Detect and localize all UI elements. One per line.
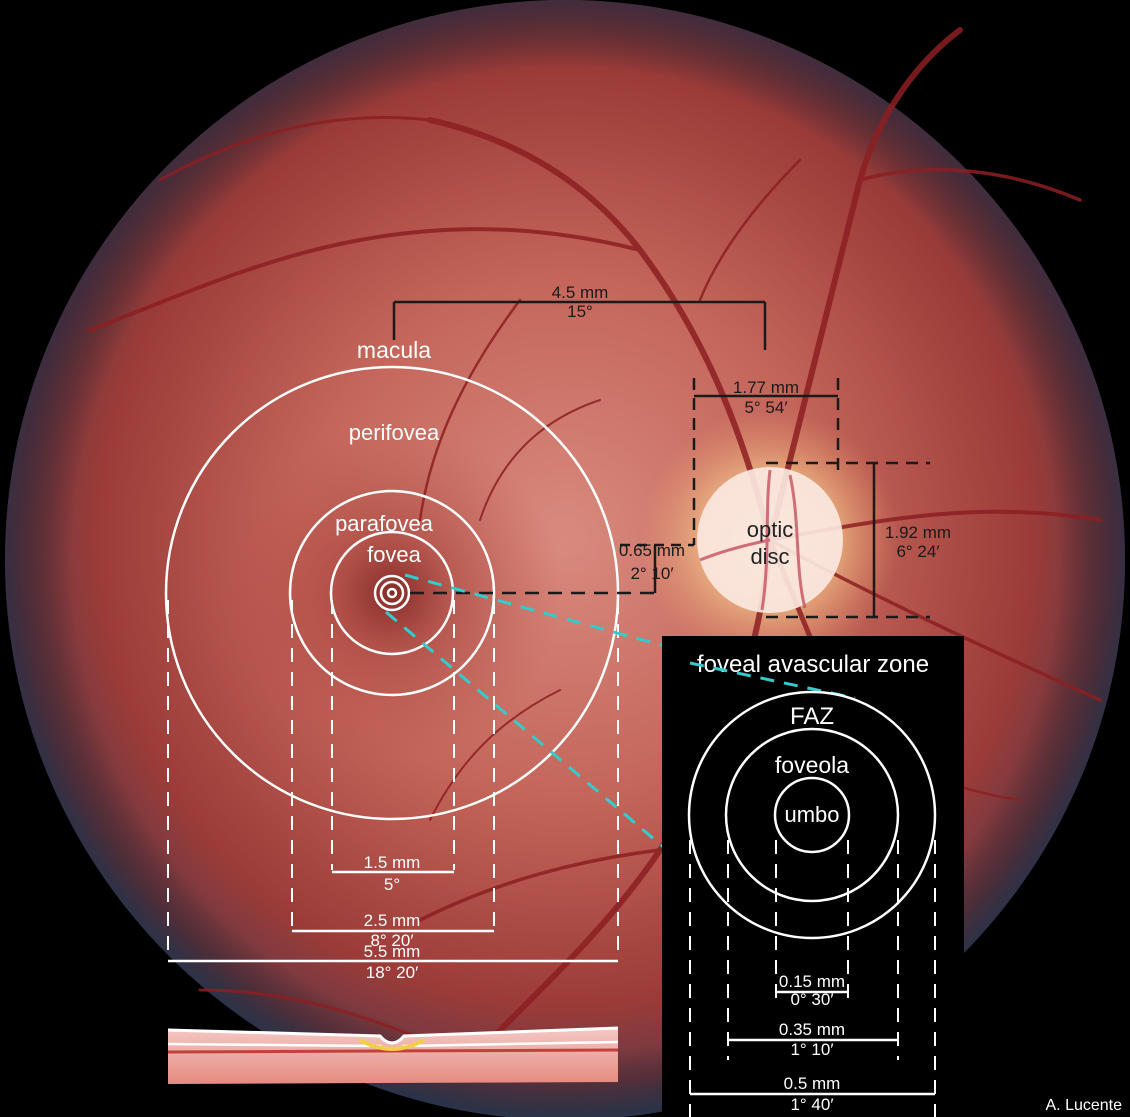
umbo-mm: 0.15 mm [779, 972, 845, 991]
optic-disc-label-1: optic [747, 517, 793, 542]
parafovea-label: parafovea [335, 511, 434, 536]
disc-offset-deg: 2° 10′ [630, 564, 673, 583]
faz-label: FAZ [790, 703, 834, 730]
macula-label: macula [357, 337, 431, 363]
inset-title: foveal avascular zone [697, 651, 929, 678]
fovea-deg: 5° [384, 875, 400, 894]
fovea-mm: 1.5 mm [364, 853, 421, 872]
disc-height-deg: 6° 24′ [896, 542, 939, 561]
disc-width-mm: 1.77 mm [733, 378, 799, 397]
disc-offset-mm: 0.65 mm [619, 541, 685, 560]
perifovea-mm: 5.5 mm [364, 942, 421, 961]
macula-offset-mm: 4.5 mm [552, 283, 609, 302]
macula-offset-deg: 15° [567, 302, 593, 321]
foveola-mm: 0.35 mm [779, 1020, 845, 1039]
foveola-deg: 1° 10′ [790, 1040, 833, 1059]
disc-width-deg: 5° 54′ [744, 398, 787, 417]
optic-disc-label-2: disc [750, 544, 789, 569]
credit-text: A. Lucente [1046, 1097, 1123, 1114]
perifovea-label: perifovea [349, 420, 440, 445]
foveola-label: foveola [775, 752, 849, 778]
umbo-label: umbo [784, 802, 839, 827]
umbo-deg: 0° 30′ [790, 990, 833, 1009]
fovea-label: fovea [367, 542, 422, 567]
faz-mm: 0.5 mm [784, 1074, 841, 1093]
parafovea-mm: 2.5 mm [364, 911, 421, 930]
disc-height-mm: 1.92 mm [885, 523, 951, 542]
perifovea-deg: 18° 20′ [366, 963, 419, 982]
faz-deg: 1° 40′ [790, 1095, 833, 1114]
